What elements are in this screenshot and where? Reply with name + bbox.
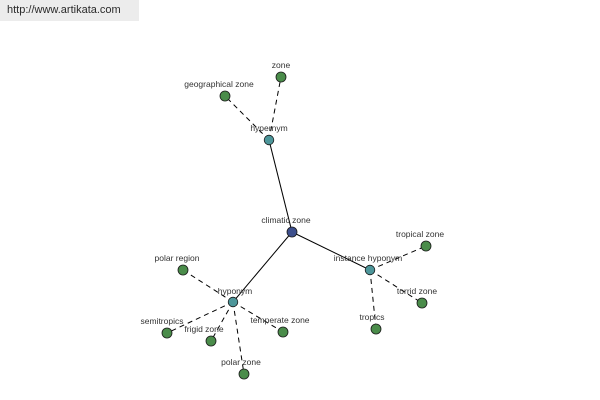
term-label-tropics: tropics (359, 312, 384, 322)
source-url-text: http://www.artikata.com (7, 4, 121, 16)
root-label: climatic zone (261, 215, 310, 225)
edge-instance-hyponym-to-tropics (369, 269, 377, 330)
term-label-polar-zone: polar zone (221, 357, 261, 367)
term-label-tropical-zone: tropical zone (396, 229, 444, 239)
term-label-temperate-zone: temperate zone (250, 315, 309, 325)
relation-label-hypernym: hypernym (250, 123, 287, 133)
edge-hyponym-to-polar-region (182, 269, 234, 303)
term-label-frigid-zone: frigid zone (184, 324, 223, 334)
term-node-frigid-zone[interactable] (205, 335, 217, 347)
term-node-polar-region[interactable] (177, 264, 189, 276)
term-label-zone: zone (272, 60, 291, 70)
term-node-geographical-zone[interactable] (219, 90, 231, 102)
term-node-semitropics[interactable] (161, 327, 173, 339)
relation-label-hyponym: hyponym (218, 286, 253, 296)
edge-hyponym-to-polar-zone (232, 301, 245, 375)
root-node-climatic-zone[interactable] (286, 226, 298, 238)
relation-label-instance-hyponym: instance hyponym (334, 253, 403, 263)
edge-root-to-hyponym (232, 231, 293, 303)
source-url-banner: http://www.artikata.com (0, 0, 139, 21)
term-node-torrid-zone[interactable] (416, 297, 428, 309)
label-layer: climatic zone hypernym geographical zone zo… (141, 60, 445, 367)
term-label-semitropics: semitropics (141, 316, 184, 326)
edge-hypernym-to-zone (268, 76, 282, 141)
edge-hypernym-to-geographical-zone (224, 95, 270, 141)
term-label-polar-region: polar region (155, 253, 200, 263)
edge-root-to-hypernym (268, 139, 293, 233)
edge-instance-hyponym-to-torrid-zone (369, 269, 423, 304)
edge-hyponym-to-semitropics (166, 301, 234, 334)
edge-layer (166, 76, 427, 375)
term-node-polar-zone[interactable] (238, 368, 250, 380)
node-layer (161, 71, 432, 380)
edge-root-to-instance-hyponym (291, 231, 371, 271)
edge-instance-hyponym-to-tropical-zone (369, 245, 427, 271)
relation-node-hypernym[interactable] (263, 134, 275, 146)
term-node-tropical-zone[interactable] (420, 240, 432, 252)
term-label-torrid-zone: torrid zone (397, 286, 437, 296)
edge-hyponym-to-frigid-zone (210, 301, 234, 342)
term-node-temperate-zone[interactable] (277, 326, 289, 338)
term-node-tropics[interactable] (370, 323, 382, 335)
relation-node-hyponym[interactable] (227, 296, 239, 308)
relation-node-instance-hyponym[interactable] (364, 264, 376, 276)
edge-hyponym-to-temperate-zone (232, 301, 284, 333)
term-node-zone[interactable] (275, 71, 287, 83)
term-label-geographical-zone: geographical zone (184, 79, 254, 89)
